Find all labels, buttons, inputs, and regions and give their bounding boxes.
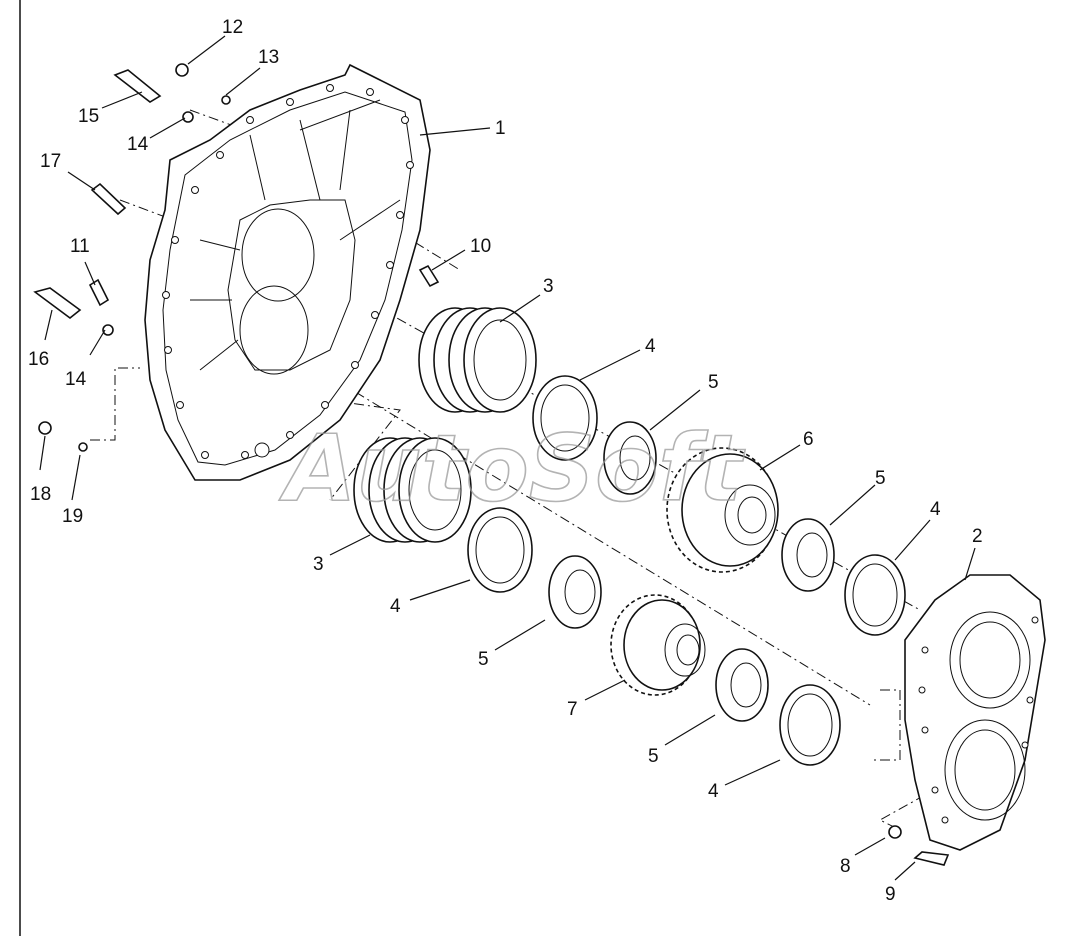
- callout-6: 6: [803, 429, 814, 450]
- callout-14: 14: [65, 369, 87, 390]
- spring-pack-lower-part-3: [353, 437, 472, 543]
- callout-3: 3: [313, 554, 324, 575]
- callout-7: 7: [567, 699, 578, 720]
- callout-5: 5: [478, 649, 489, 670]
- callout-13: 13: [258, 47, 279, 68]
- callout-8: 8: [840, 856, 851, 877]
- callout-17: 17: [40, 151, 61, 172]
- callout-labels: 1 2 3 3 4 4 4 4 5 5 5 5 6 7 8 9 10 11 12…: [28, 17, 983, 905]
- callout-5: 5: [708, 372, 719, 393]
- callout-19: 19: [62, 506, 83, 527]
- callout-4: 4: [645, 336, 656, 357]
- roller-bearings-part-5: [548, 421, 835, 722]
- callout-14: 14: [127, 134, 149, 155]
- callout-5: 5: [648, 746, 659, 767]
- callout-9: 9: [885, 884, 896, 905]
- housing-part-1: [144, 63, 431, 481]
- callout-4: 4: [930, 499, 941, 520]
- bearing-cups-part-4: [467, 375, 906, 766]
- callout-12: 12: [222, 17, 243, 38]
- callout-1: 1: [495, 118, 506, 139]
- callout-5: 5: [875, 468, 886, 489]
- gear-small-part-7: [610, 594, 706, 696]
- callout-4: 4: [390, 596, 401, 617]
- callout-3: 3: [543, 276, 554, 297]
- callout-11: 11: [70, 236, 90, 257]
- callout-16: 16: [28, 349, 49, 370]
- gear-large-part-6: [666, 447, 779, 573]
- small-hardware: [33, 63, 950, 866]
- spring-pack-upper-part-3: [418, 307, 537, 413]
- callout-4: 4: [708, 781, 719, 802]
- callout-10: 10: [470, 236, 491, 257]
- watermark-text: AutoSoft: [279, 415, 745, 522]
- callout-leaders: [39, 35, 976, 881]
- callout-2: 2: [972, 526, 983, 547]
- callout-15: 15: [78, 106, 99, 127]
- cover-part-2: [904, 574, 1046, 851]
- callout-18: 18: [30, 484, 51, 505]
